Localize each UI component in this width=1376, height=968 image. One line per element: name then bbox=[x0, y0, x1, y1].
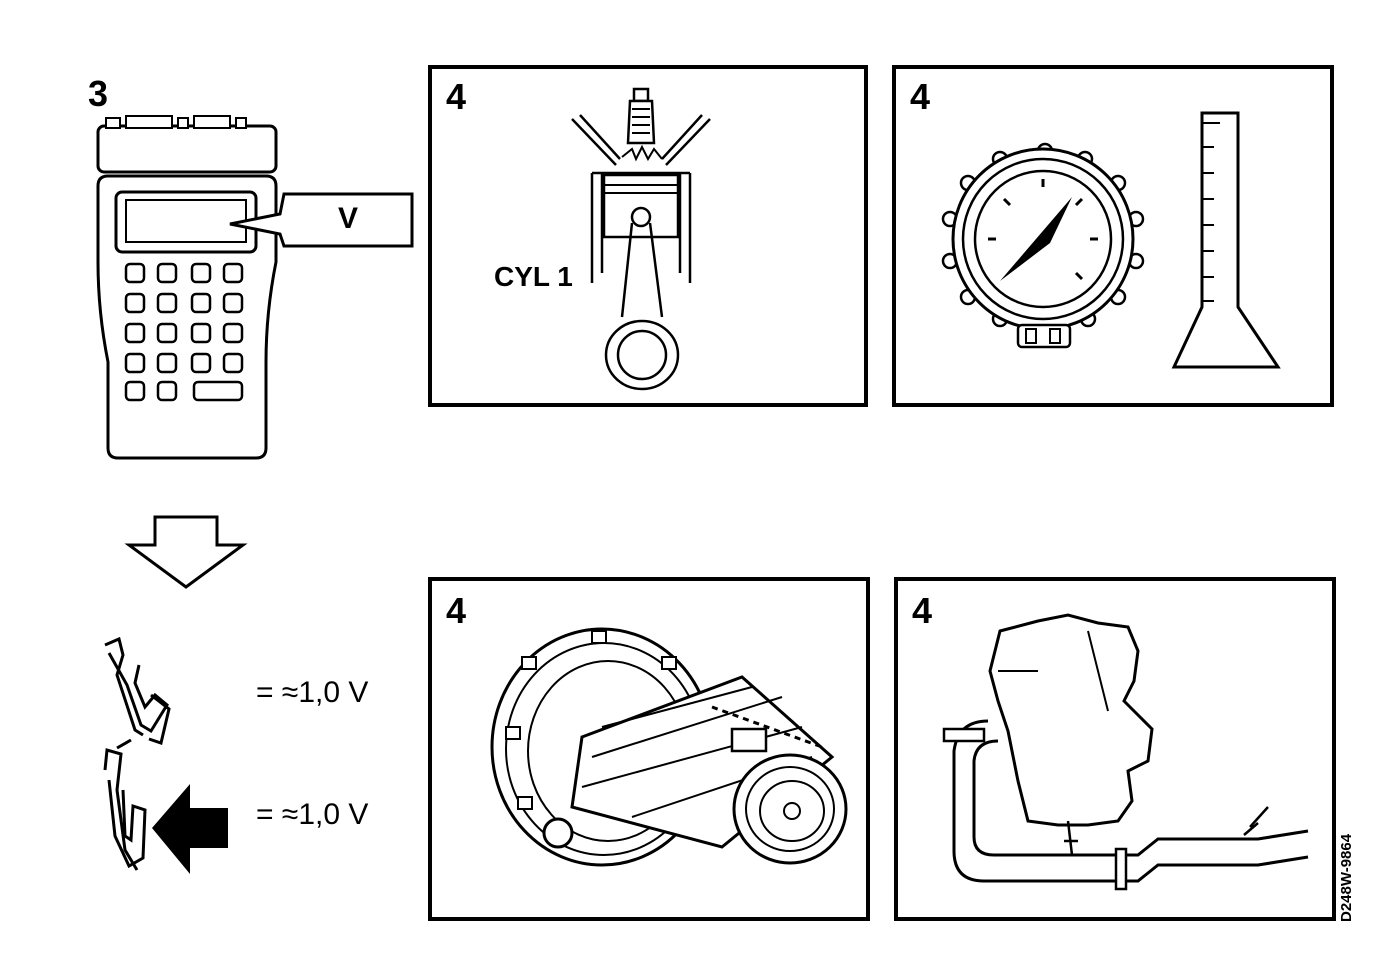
panel-exhaust: 4 bbox=[894, 577, 1336, 921]
probe-icon bbox=[103, 738, 147, 871]
measuring-cylinder-icon bbox=[1171, 111, 1281, 369]
step-number-4: 4 bbox=[912, 590, 933, 631]
reading-2: = ≈1,0 V bbox=[256, 798, 369, 831]
readout-label: V bbox=[338, 202, 359, 235]
figure-code: D248W-9864 bbox=[1338, 833, 1355, 922]
step-number-4: 4 bbox=[446, 590, 467, 631]
down-arrow-icon bbox=[124, 515, 248, 589]
step-number-4: 4 bbox=[446, 76, 467, 117]
diagnostic-tester-icon bbox=[96, 115, 414, 460]
piston-icon bbox=[571, 87, 711, 391]
pressure-gauge-icon bbox=[941, 142, 1145, 349]
step-number-3: 3 bbox=[88, 73, 109, 114]
pointer-arrow-icon bbox=[152, 784, 228, 874]
reading-1: = ≈1,0 V bbox=[256, 676, 369, 709]
exhaust-system-icon bbox=[942, 613, 1309, 891]
panel-cylinder: 4 CYL 1 bbox=[428, 65, 868, 407]
panel-gauge: 4 bbox=[892, 65, 1334, 407]
step-number-4: 4 bbox=[910, 76, 931, 117]
probe-icon bbox=[104, 636, 171, 745]
cylinder-label: CYL 1 bbox=[494, 261, 573, 292]
engine-flywheel-icon bbox=[490, 627, 848, 867]
panel-engine: 4 bbox=[428, 577, 870, 921]
